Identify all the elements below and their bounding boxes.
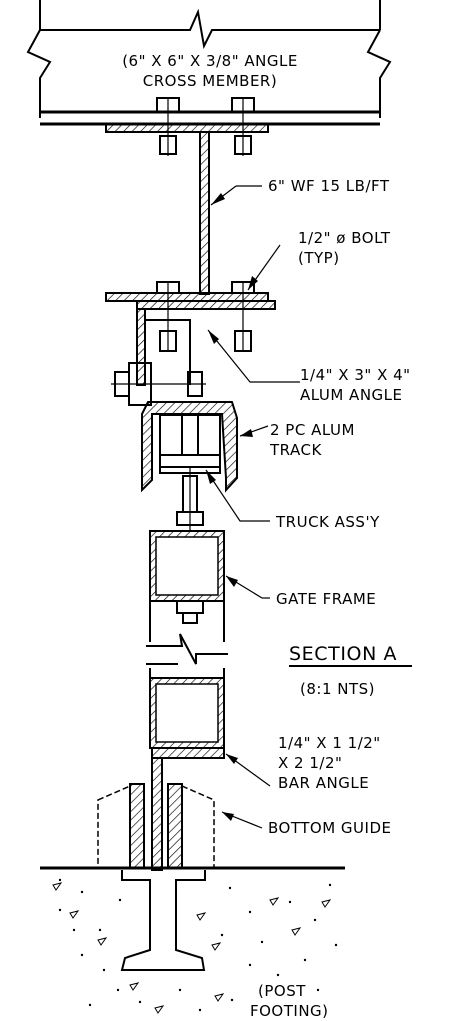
alum-angle <box>136 300 276 386</box>
gate-frame-lower <box>149 677 225 749</box>
label-cross-member-line1: (6" X 6" X 3/8" ANGLE <box>122 52 298 70</box>
label-cross-member-line2: CROSS MEMBER) <box>143 72 277 90</box>
label-track-line1: 2 PC ALUM <box>270 421 355 439</box>
label-post-footing-line2: FOOTING) <box>250 1002 329 1020</box>
label-alum-angle-line2: ALUM ANGLE <box>300 386 403 404</box>
mid-bolts <box>156 281 255 352</box>
label-bar-angle-line3: BAR ANGLE <box>278 774 369 792</box>
label-bolt-line1: 1/2" ø BOLT <box>298 229 391 247</box>
gate-frame-upper <box>146 530 228 678</box>
label-truck: TRUCK ASS'Y <box>275 513 380 531</box>
label-bottom-guide: BOTTOM GUIDE <box>268 819 391 837</box>
label-bar-angle-line1: 1/4" X 1 1/2" <box>278 734 381 752</box>
bar-angle <box>151 747 225 871</box>
label-bar-angle-line2: X 2 1/2" <box>278 754 342 772</box>
label-post-footing-line1: (POST <box>258 982 306 1000</box>
label-wf-beam: 6" WF 15 LB/FT <box>268 177 390 195</box>
post <box>120 870 206 971</box>
section-scale: (8:1 NTS) <box>300 680 375 698</box>
concrete-stipple <box>52 878 338 1014</box>
label-alum-angle-line1: 1/4" X 3" X 4" <box>300 366 411 384</box>
label-track-line2: TRACK <box>269 441 322 459</box>
side-bolt <box>111 362 206 406</box>
section-title: SECTION A <box>289 643 397 665</box>
truck-assembly <box>176 475 204 530</box>
label-bolt-line2: (TYP) <box>298 249 340 267</box>
alum-track <box>141 401 238 493</box>
label-gate-frame: GATE FRAME <box>276 590 376 608</box>
wf-beam <box>105 123 269 302</box>
